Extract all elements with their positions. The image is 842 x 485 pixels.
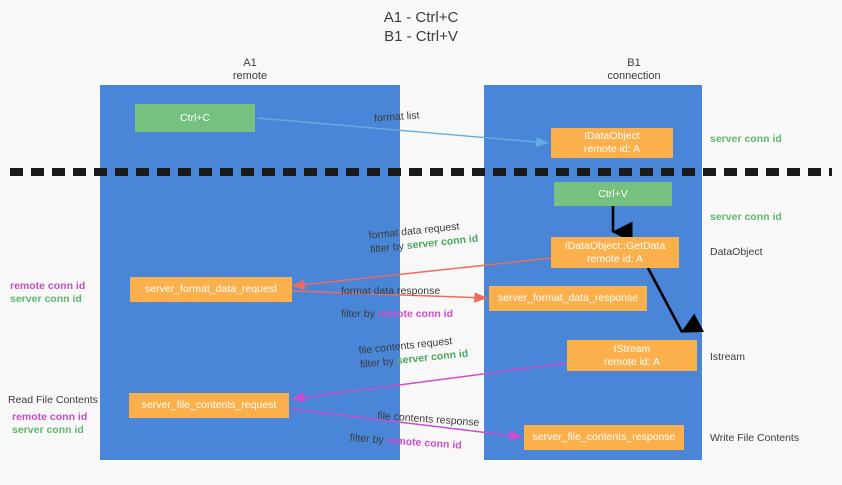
edge-label-format-data-response: format data response filter by remote co… — [341, 284, 453, 321]
node-server-format-data-response-label: server_format_data_response — [497, 292, 639, 304]
column-header-a1-name: A1 — [243, 57, 257, 69]
filter-prefix: filter by — [349, 431, 387, 447]
node-server-file-contents-response-label: server_file_contents_response — [532, 431, 676, 443]
column-header-a1: A1 remote — [100, 57, 400, 83]
annotation-right-dataobject: DataObject — [710, 246, 763, 258]
node-server-format-data-request[interactable]: server_format_data_request — [130, 277, 292, 302]
node-idataobject-line2: remote id: A — [583, 143, 641, 155]
annotation-left-read-file-contents: Read File Contents — [8, 394, 98, 406]
node-server-file-contents-response[interactable]: server_file_contents_response — [524, 425, 684, 450]
filter-prefix: filter by — [359, 355, 398, 371]
node-server-file-contents-request-label: server_file_contents_request — [141, 399, 277, 411]
page-title: A1 - Ctrl+C B1 - Ctrl+V — [0, 8, 842, 46]
annotation-right-write-file-contents: Write File Contents — [710, 432, 800, 444]
node-istream[interactable]: IStream remote id: A — [567, 340, 697, 371]
title-line-2: B1 - Ctrl+V — [384, 28, 458, 45]
node-istream-line2: remote id: A — [603, 355, 661, 368]
edge-label-format-list-text: format list — [373, 109, 420, 125]
column-header-b1: B1 connection — [484, 57, 784, 83]
annotation-left-remote-conn-id-1: remote conn id — [10, 280, 86, 292]
node-server-file-contents-request[interactable]: server_file_contents_request — [129, 393, 289, 418]
node-idataobject[interactable]: IDataObject remote id: A — [551, 128, 673, 158]
column-header-a1-role: remote — [232, 70, 268, 82]
filter-prefix: filter by — [341, 308, 378, 320]
annotation-right-server-conn-id-top: server conn id — [710, 133, 782, 145]
node-server-format-data-response[interactable]: server_format_data_response — [489, 286, 647, 311]
dashed-divider — [10, 168, 832, 176]
node-getdata-line2: remote id: A — [586, 252, 644, 265]
title-line-1: A1 - Ctrl+C — [383, 9, 459, 26]
edge-label-file-contents-response-line1: file contents response — [377, 409, 480, 429]
edge-label-format-data-response-filter: filter by remote conn id — [341, 307, 453, 321]
node-ctrl-c-label: Ctrl+C — [179, 111, 211, 124]
filter-prefix: filter by — [369, 240, 408, 256]
filter-value-remote-conn-id: remote conn id — [377, 308, 454, 320]
node-getdata-line1: IDataObject::GetData — [564, 239, 666, 252]
annotation-left-server-conn-id-1: server conn id — [10, 293, 82, 305]
column-header-b1-role: connection — [607, 70, 661, 82]
node-ctrl-c[interactable]: Ctrl+C — [135, 104, 255, 132]
column-header-b1-name: B1 — [627, 57, 641, 69]
annotation-right-istream: Istream — [710, 351, 746, 363]
annotation-left-server-conn-id-2: server conn id — [12, 424, 84, 436]
node-server-format-data-request-label: server_format_data_request — [145, 283, 277, 295]
node-ctrl-v[interactable]: Ctrl+V — [554, 182, 672, 206]
annotation-right-server-conn-id-second: server conn id — [710, 211, 782, 223]
node-istream-line1: IStream — [613, 342, 651, 355]
node-getdata[interactable]: IDataObject::GetData remote id: A — [551, 237, 679, 268]
node-ctrl-v-label: Ctrl+V — [598, 187, 628, 200]
annotation-left-remote-conn-id-2: remote conn id — [12, 411, 88, 423]
edge-label-format-data-response-line1: format data response — [341, 285, 441, 297]
node-idataobject-line1: IDataObject — [584, 130, 640, 142]
edge-label-format-list: format list — [374, 108, 420, 125]
